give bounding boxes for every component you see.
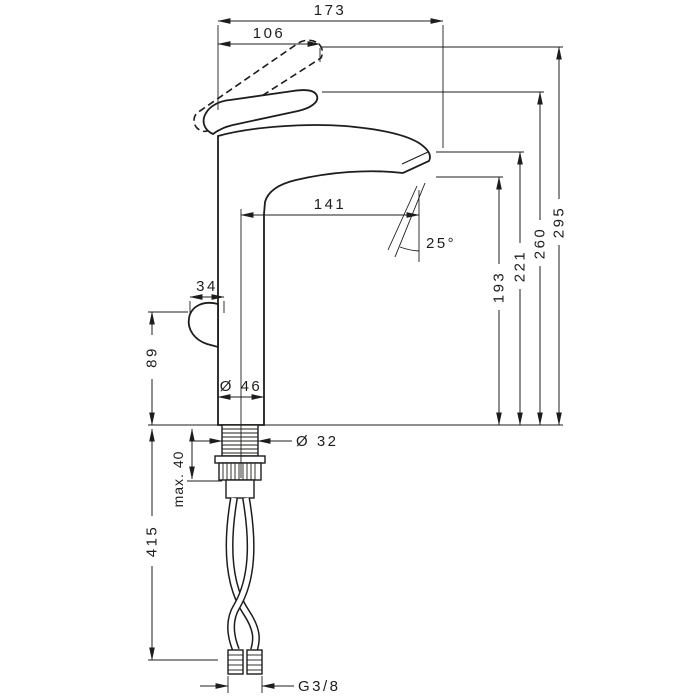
dim-shank-diameter: Ø 32 <box>194 433 339 450</box>
dim-height-handle-raised: 295 <box>551 46 568 426</box>
dim-height-spout-top-label: 221 <box>512 250 529 283</box>
dim-handle-depth-label: 106 <box>253 25 286 42</box>
dim-handle-depth: 106 <box>217 25 321 47</box>
dimensions: 173 106 141 25° 193 221 <box>144 2 568 695</box>
dim-shank-diameter-label: Ø 32 <box>296 433 339 450</box>
dim-connection-thread: G3/8 <box>200 678 341 695</box>
dim-aerator-angle: 25° <box>387 182 456 258</box>
handle-lever-side-profile <box>187 302 219 349</box>
hose-block <box>225 479 255 499</box>
dim-aerator-angle-label: 25° <box>426 235 456 252</box>
threaded-shank <box>221 424 259 457</box>
dim-overall-depth-label: 173 <box>314 2 347 19</box>
extension-lines <box>148 25 563 693</box>
dim-connection-thread-label: G3/8 <box>298 678 341 695</box>
mounting-nut <box>218 462 262 481</box>
aerator-seam <box>401 151 429 165</box>
dim-height-aerator: 193 <box>491 176 508 426</box>
dim-lever-offset: 34 <box>189 278 225 300</box>
dim-overall-depth: 173 <box>217 2 444 24</box>
supply-hoses <box>225 497 263 675</box>
dim-height-spout-top: 221 <box>512 151 529 426</box>
hose-connector-right <box>246 649 263 675</box>
dim-max-deck-thickness: max. 40 <box>170 428 195 508</box>
dim-max-deck-thickness-label: max. 40 <box>170 451 186 508</box>
dim-height-aerator-label: 193 <box>491 271 508 304</box>
washer <box>214 455 266 464</box>
dim-hose-length: 415 <box>144 428 161 661</box>
dim-lever-clearance-label: 89 <box>144 346 161 368</box>
faucet-body <box>187 39 431 426</box>
dim-lever-clearance: 89 <box>144 311 161 426</box>
dim-lever-offset-label: 34 <box>196 278 218 295</box>
mounting-hardware <box>214 424 266 499</box>
dim-base-diameter: Ø 46 <box>217 378 265 400</box>
dim-spout-reach-label: 141 <box>314 196 347 213</box>
handle-closed <box>202 89 319 136</box>
dim-height-handle-raised-label: 295 <box>551 206 568 239</box>
hose-connector-left <box>227 649 244 675</box>
dim-hose-length-label: 415 <box>144 525 161 558</box>
dim-height-body-top: 260 <box>532 91 549 426</box>
dim-height-body-top-label: 260 <box>532 227 549 260</box>
dim-base-diameter-label: Ø 46 <box>220 378 263 395</box>
dim-spout-reach: 141 <box>240 196 420 218</box>
